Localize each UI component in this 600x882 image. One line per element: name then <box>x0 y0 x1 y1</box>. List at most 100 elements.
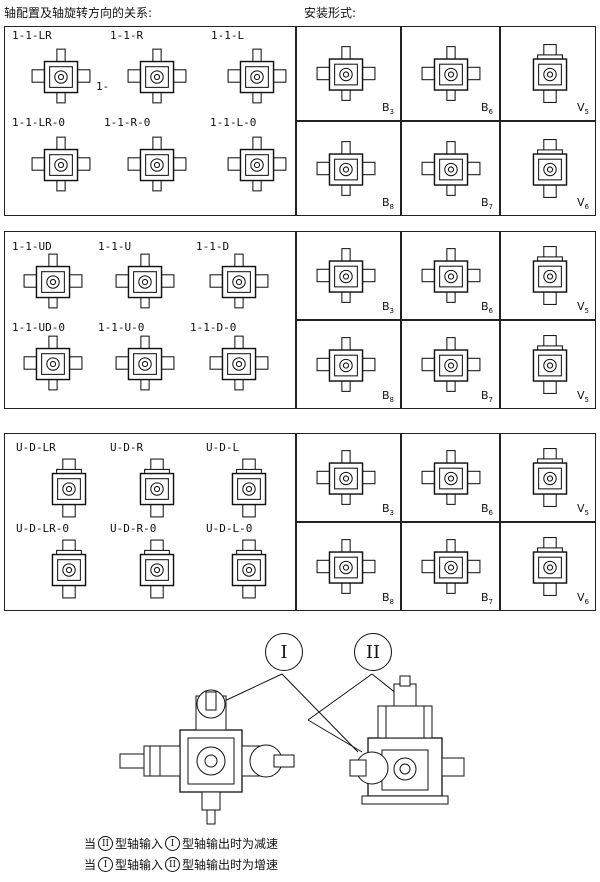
shaft-config-heading: 轴配置及轴旋转方向的关系: <box>4 6 153 20</box>
config-label: 1-1-L-0 <box>210 116 257 129</box>
mount-label: V5 <box>577 501 589 517</box>
mount-gearbox-drawing <box>519 533 581 604</box>
mount-gearbox-drawing <box>519 242 581 313</box>
mount-cell: B8 <box>296 320 401 409</box>
mount-cell: V5 <box>500 26 596 121</box>
mount-gearbox-drawing <box>420 37 482 114</box>
config-label: U-D-LR <box>16 441 56 454</box>
config-label: 1-1-U <box>98 240 132 253</box>
mount-cell: B8 <box>296 522 401 611</box>
gearbox-config-drawing <box>126 128 188 200</box>
mounting-heading: 安装形式: <box>304 6 357 20</box>
note-text: 型轴输出时为增速 <box>182 858 279 872</box>
gearbox-config-drawing <box>204 250 274 312</box>
config-label: 1-1-R <box>110 29 144 42</box>
config-label: U-D-L <box>206 441 240 454</box>
mount-gearbox-drawing <box>315 444 377 515</box>
mount-label: B8 <box>381 195 394 211</box>
mount-gearbox-drawing <box>420 331 482 402</box>
mount-label: B8 <box>381 388 394 404</box>
config-label: U-D-LR-0 <box>16 522 69 535</box>
gearbox-config-drawing <box>218 452 280 524</box>
reduction-note: 当 II 型轴输入 I 型轴输出时为减速 <box>84 835 278 852</box>
note-text: 当 <box>84 858 97 872</box>
mount-cell: B8 <box>296 121 401 216</box>
mount-gearbox-drawing <box>315 331 377 402</box>
section2-config-panel <box>4 231 296 409</box>
mount-cell: B3 <box>296 26 401 121</box>
gearbox-config-drawing <box>30 40 92 112</box>
mount-label: V5 <box>577 100 589 116</box>
mount-cell: B7 <box>401 522 500 611</box>
gearbox-config-drawing <box>110 332 180 394</box>
config-label: 1-1-LR <box>12 29 52 42</box>
mount-label: V6 <box>577 195 589 211</box>
config-label: 1-1-R-0 <box>104 116 151 129</box>
type-ii-symbol: II <box>165 857 181 872</box>
mount-cell: B6 <box>401 433 500 522</box>
config-label: 1-1-D <box>196 240 230 253</box>
mount-cell: B6 <box>401 231 500 320</box>
mount-gearbox-drawing <box>315 242 377 313</box>
gearbox-config-drawing <box>38 533 100 605</box>
mount-gearbox-drawing <box>519 37 581 114</box>
mount-label: V5 <box>577 299 589 315</box>
gearbox-config-drawing <box>18 250 88 312</box>
mount-label: V5 <box>577 388 589 404</box>
section1-config-panel <box>4 26 296 216</box>
mount-cell: B7 <box>401 121 500 216</box>
gearbox-config-drawing <box>218 533 280 605</box>
config-label: U-D-R-0 <box>110 522 157 535</box>
mount-gearbox-drawing <box>315 132 377 209</box>
stray-label: 1- <box>96 80 110 93</box>
gearbox-config-drawing <box>126 533 188 605</box>
gearbox-assembly-drawing <box>119 673 465 825</box>
gearbox-config-drawing <box>226 128 288 200</box>
gearbox-config-drawing <box>18 332 88 394</box>
type-ii-marker: II <box>354 633 392 671</box>
mount-label: B3 <box>381 299 394 315</box>
mount-label: V6 <box>577 590 589 606</box>
type-ii-symbol: II <box>98 836 114 851</box>
gearbox-config-drawing <box>38 452 100 524</box>
type-i-symbol: I <box>98 857 114 872</box>
mount-label: B7 <box>480 590 493 606</box>
mount-label: B3 <box>381 501 394 517</box>
mount-gearbox-drawing <box>315 533 377 604</box>
mount-label: B3 <box>381 100 394 116</box>
mount-cell: V5 <box>500 320 596 409</box>
note-text: 型轴输入 <box>115 858 164 872</box>
mount-gearbox-drawing <box>420 444 482 515</box>
mount-cell: B7 <box>401 320 500 409</box>
mount-label: B7 <box>480 388 493 404</box>
mount-cell: B3 <box>296 433 401 522</box>
mount-label: B8 <box>381 590 394 606</box>
gearbox-config-drawing <box>30 128 92 200</box>
mount-cell: V6 <box>500 522 596 611</box>
mount-gearbox-drawing <box>420 132 482 209</box>
mount-cell: V5 <box>500 433 596 522</box>
mount-label: B7 <box>480 195 493 211</box>
config-label: 1-1-UD-0 <box>12 321 65 334</box>
mount-cell: V5 <box>500 231 596 320</box>
gearbox-config-drawing <box>204 332 274 394</box>
mount-cell: B3 <box>296 231 401 320</box>
note-text: 型轴输出时为减速 <box>182 837 279 851</box>
mount-cell: V6 <box>500 121 596 216</box>
mount-gearbox-drawing <box>315 37 377 114</box>
gearbox-config-drawing <box>110 250 180 312</box>
mount-label: B6 <box>480 299 493 315</box>
config-label: 1-1-LR-0 <box>12 116 65 129</box>
mount-cell: B6 <box>401 26 500 121</box>
config-label: 1-1-D-0 <box>190 321 237 334</box>
mount-gearbox-drawing <box>420 242 482 313</box>
config-label: U-D-R <box>110 441 144 454</box>
gearbox-config-drawing <box>126 452 188 524</box>
config-label: 1-1-L <box>211 29 245 42</box>
mount-gearbox-drawing <box>519 444 581 515</box>
note-text: 型轴输入 <box>115 837 164 851</box>
type-i-marker: I <box>265 633 303 671</box>
config-label: 1-1-U-0 <box>98 321 145 334</box>
gearbox-config-drawing <box>126 40 188 112</box>
mount-label: B6 <box>480 100 493 116</box>
